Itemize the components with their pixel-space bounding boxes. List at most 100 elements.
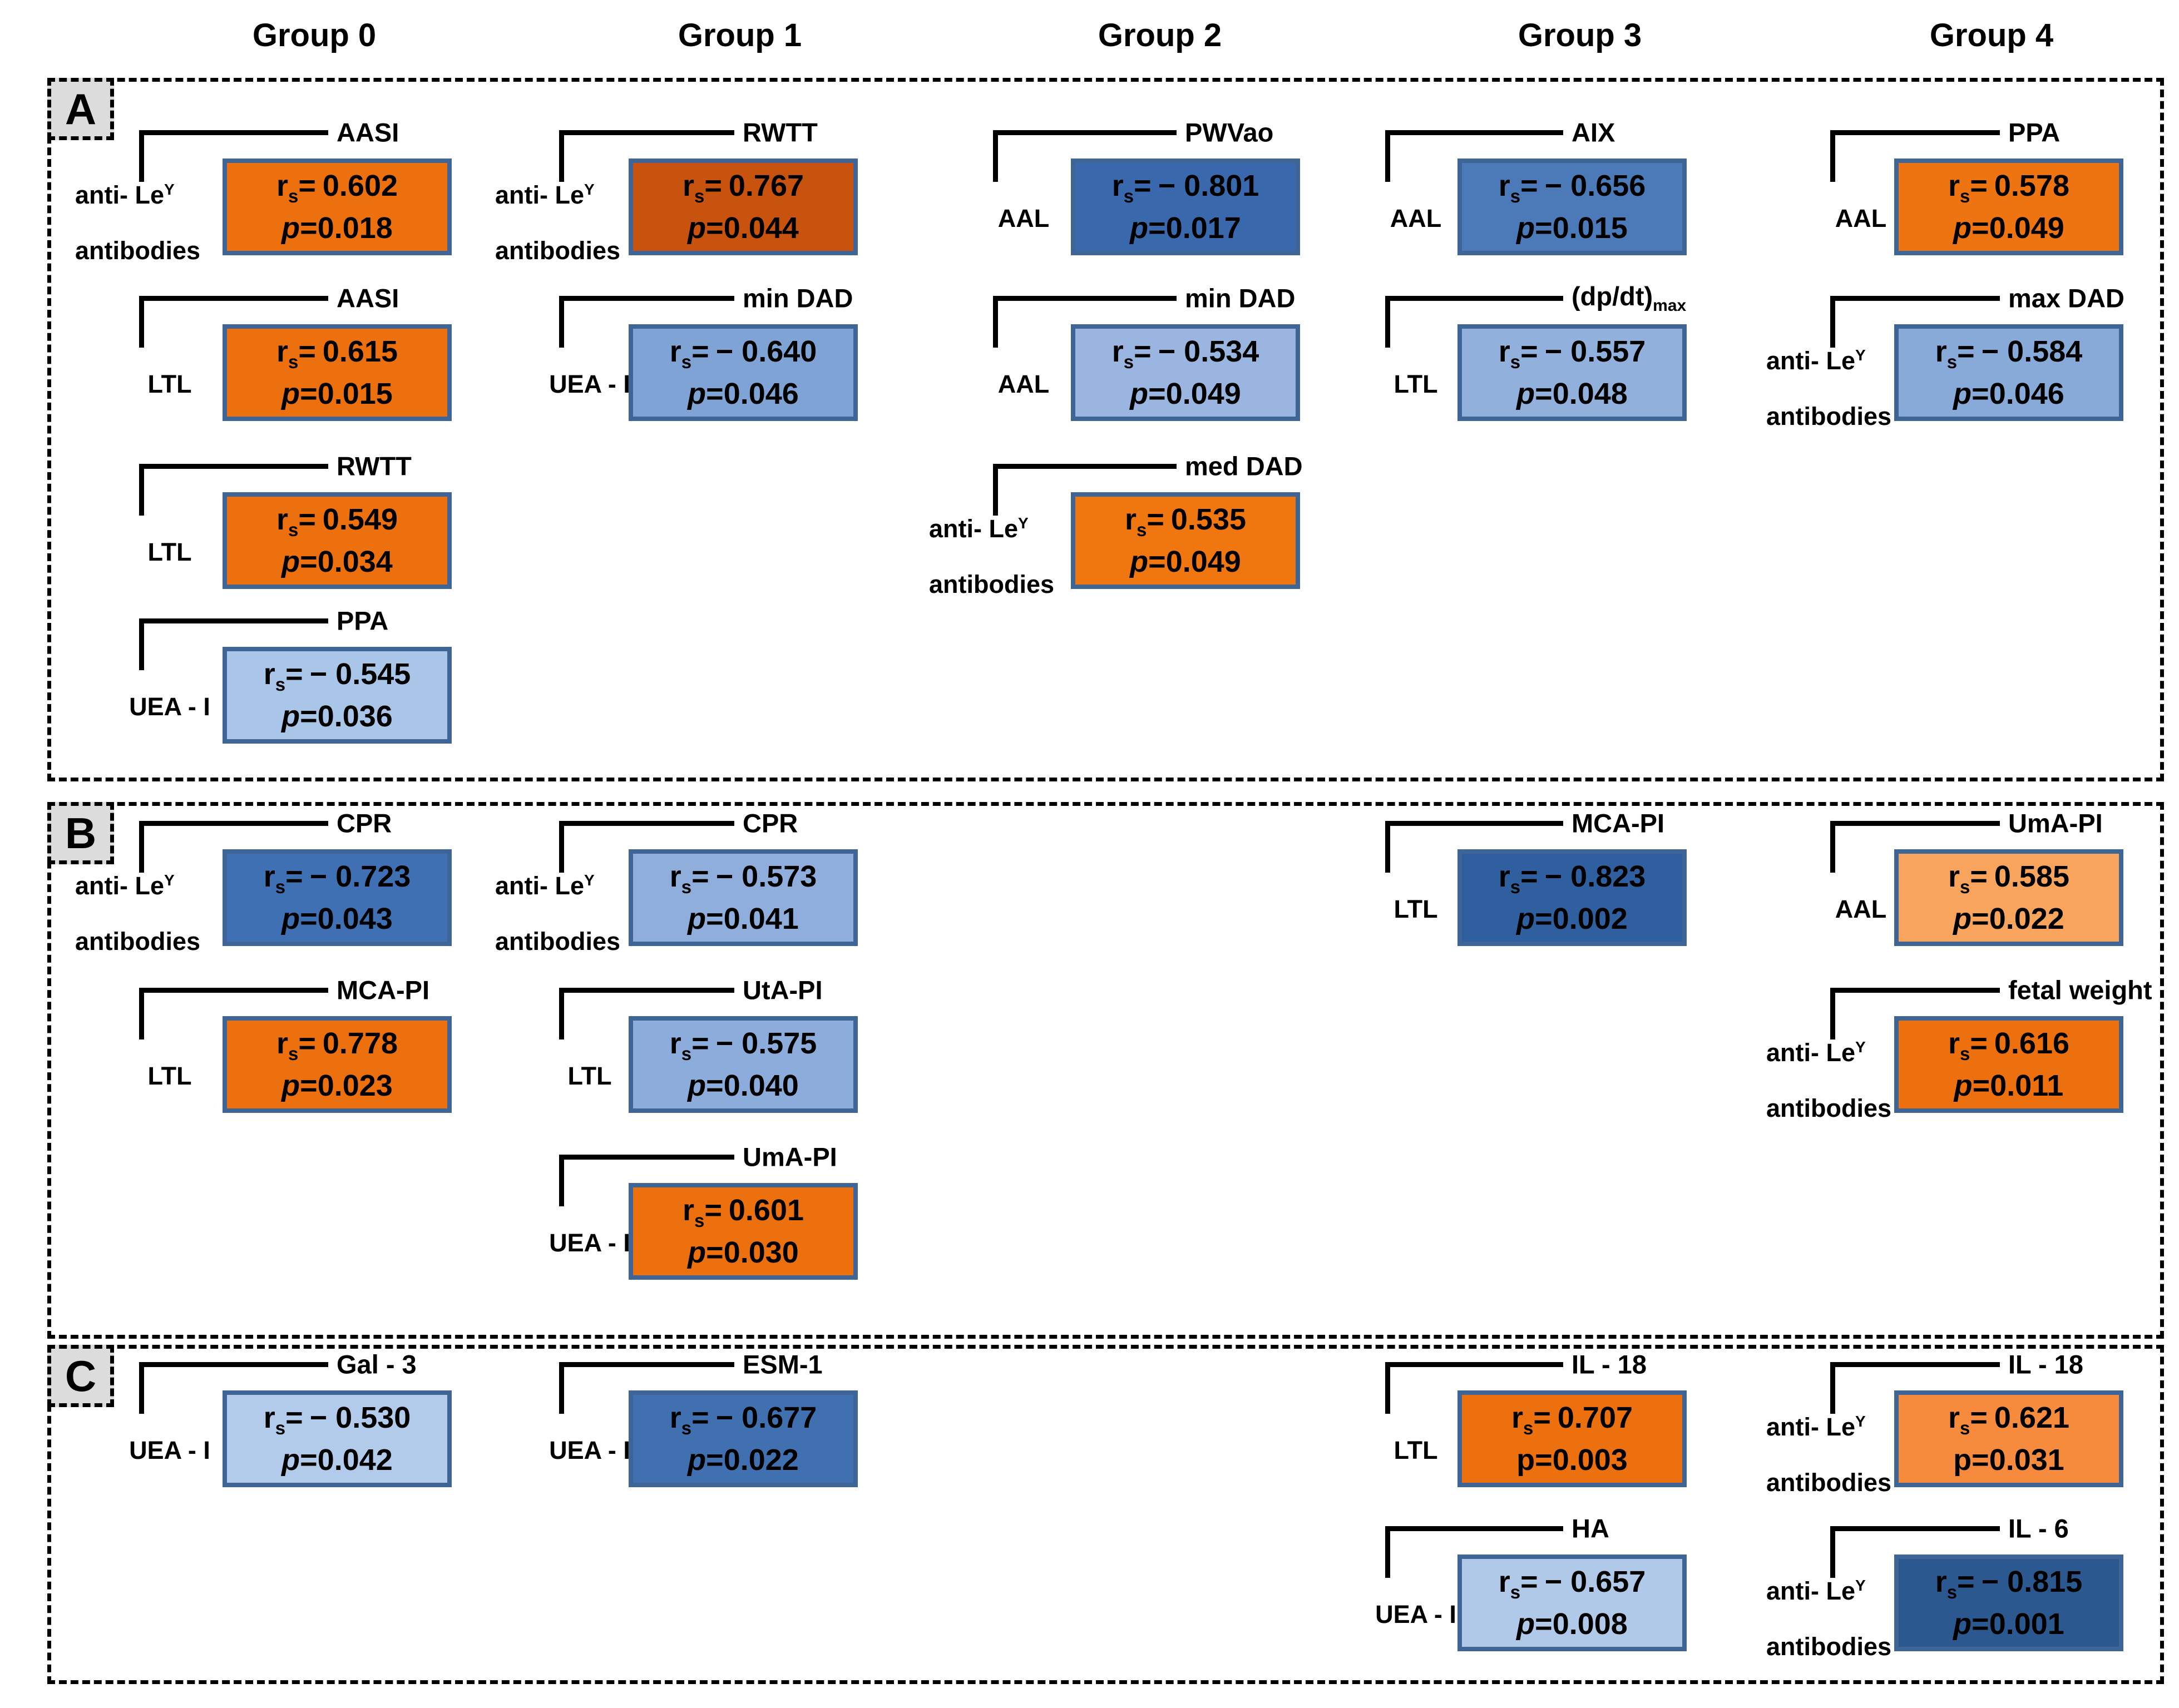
target-variable-label: AASI [337, 117, 399, 148]
r-subscript: s [681, 876, 692, 897]
r-subscript: s [1959, 1043, 1970, 1064]
source-label-anti_ley: anti- LeY antibodies [495, 181, 620, 265]
r-symbol: r [1935, 335, 1947, 369]
p-value-line: p=0.022 [1953, 904, 2064, 934]
p-symbol: p [1130, 377, 1149, 410]
p-value: 0.049 [1165, 377, 1241, 410]
correlation-coefficient-line: rs=− 0.534 [1112, 336, 1259, 371]
equals-sign: = [706, 211, 724, 245]
bracket-vertical-line [993, 130, 998, 182]
equals-sign: = [1972, 902, 1989, 935]
bracket-horizontal-line [1385, 296, 1563, 301]
target-variable-label: UmA-PI [743, 1142, 837, 1172]
r-symbol: r [1498, 1565, 1510, 1599]
source-label-line2: antibodies [495, 236, 621, 265]
correlation-coefficient-line: rs=− 0.815 [1935, 1567, 2083, 1601]
bracket-horizontal-line [139, 464, 328, 469]
equals-sign: = [285, 1401, 303, 1435]
equals-sign: = [704, 169, 722, 203]
bracket-vertical-line [1385, 821, 1390, 873]
equals-sign: = [691, 335, 709, 369]
equals-sign: = [706, 1235, 724, 1269]
target-variable-text: PPA [2008, 117, 2061, 147]
p-symbol: p [688, 377, 706, 410]
equals-sign: = [1535, 1443, 1553, 1477]
r-symbol: r [263, 657, 275, 691]
r-symbol: r [1124, 503, 1137, 537]
p-value-line: p=0.034 [281, 547, 393, 577]
target-variable-subscript: max [1653, 296, 1687, 315]
source-label-line1-text: anti- Le [1766, 1577, 1856, 1605]
correlation-value: − 0.573 [715, 860, 817, 894]
target-variable-text: IL - 6 [2008, 1513, 2069, 1543]
equals-sign: = [691, 1027, 709, 1061]
r-subscript: s [1959, 876, 1970, 897]
bracket-vertical-line [559, 1155, 564, 1206]
r-subscript: s [288, 1043, 299, 1064]
r-subscript: s [288, 351, 299, 372]
bracket-horizontal-line [1830, 988, 2000, 993]
bracket-horizontal-line [1385, 130, 1563, 135]
target-variable-label: PWVao [1185, 117, 1273, 148]
source-label-line1: anti- LeY [495, 181, 620, 210]
equals-sign: = [1970, 1027, 1988, 1061]
bracket-vertical-line [559, 1362, 564, 1414]
source-label-uea: UEA - I [549, 370, 630, 398]
equals-sign: = [704, 1194, 722, 1227]
r-symbol: r [669, 1027, 681, 1061]
p-value: 0.044 [723, 211, 799, 245]
bracket-horizontal-line [559, 296, 734, 301]
r-subscript: s [1523, 1417, 1534, 1438]
equals-sign: = [1972, 1068, 1990, 1102]
correlation-value: − 0.584 [1981, 335, 2083, 369]
r-subscript: s [681, 1417, 692, 1438]
target-variable-text: min DAD [743, 283, 853, 313]
p-value-line: p=0.015 [1516, 213, 1628, 243]
correlation-coefficient-line: rs=− 0.584 [1935, 336, 2083, 371]
p-value: 0.046 [723, 377, 799, 410]
source-label-line1-text: anti- Le [75, 181, 165, 209]
equals-sign: = [298, 169, 316, 203]
source-label-ltl: LTL [147, 370, 192, 398]
p-value: 0.030 [723, 1235, 799, 1269]
correlation-value: 0.778 [322, 1027, 398, 1061]
r-subscript: s [1959, 185, 1970, 206]
bracket-vertical-line [559, 296, 564, 348]
bracket-horizontal-line [1385, 821, 1563, 826]
equals-sign: = [1535, 902, 1553, 935]
correlation-coefficient-line: rs=− 0.575 [670, 1028, 817, 1063]
correlation-value: 0.767 [728, 169, 804, 203]
r-symbol: r [1111, 335, 1124, 369]
correlation-coefficient-line: rs=− 0.557 [1499, 336, 1646, 371]
p-symbol: p [1953, 902, 1972, 935]
group-header-4: Group 4 [1929, 17, 2054, 53]
source-label-line1: anti- LeY [1766, 1413, 1891, 1442]
equals-sign: = [300, 1068, 318, 1102]
source-label-line1: anti- LeY [75, 872, 200, 900]
r-symbol: r [276, 1027, 288, 1061]
correlation-coefficient-line: rs=− 0.801 [1112, 171, 1259, 205]
target-variable-text: HA [1572, 1513, 1609, 1543]
bracket-horizontal-line [139, 296, 328, 301]
bracket-horizontal-line [993, 464, 1177, 469]
r-symbol: r [1948, 1401, 1960, 1435]
target-variable-label: min DAD [743, 283, 853, 314]
p-value: 0.017 [1165, 211, 1241, 245]
p-value: 0.015 [317, 377, 393, 410]
target-variable-text: UtA-PI [743, 975, 823, 1005]
source-label-line2: antibodies [1766, 1468, 1892, 1497]
r-subscript: s [1946, 351, 1958, 372]
source-label-ltl: LTL [147, 1062, 192, 1090]
correlation-value: 0.549 [322, 503, 398, 537]
bracket-horizontal-line [139, 618, 328, 623]
p-value: 0.022 [1989, 902, 2064, 935]
bracket-vertical-line [1830, 988, 1835, 1039]
equals-sign: = [300, 1443, 318, 1477]
correlation-value: 0.585 [1994, 860, 2070, 894]
